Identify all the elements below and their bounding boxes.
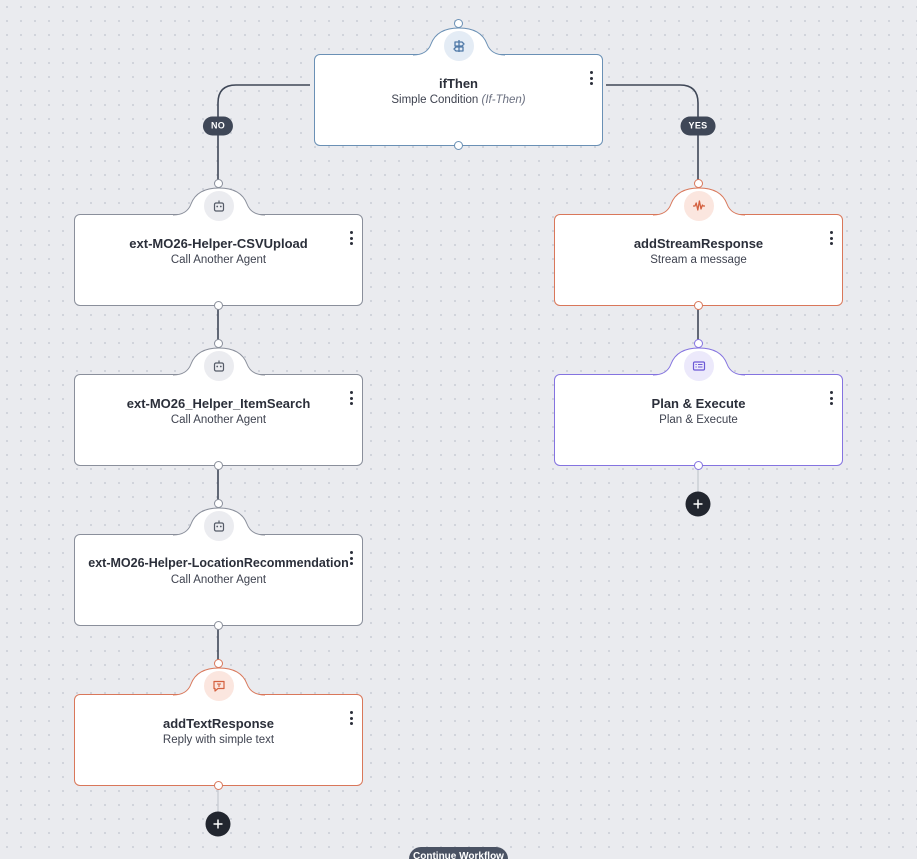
chat-bubble-icon: [203, 671, 234, 701]
robot-icon: [203, 191, 234, 221]
input-port[interactable]: [214, 178, 223, 188]
node-subtitle-text: Simple Condition: [391, 94, 479, 106]
node-csv-upload[interactable]: ext-MO26-Helper-CSVUpload Call Another A…: [74, 178, 363, 310]
node-title: addTextResponse: [162, 716, 274, 731]
input-port[interactable]: [214, 338, 223, 348]
node-location-recommendation[interactable]: ext-MO26-Helper-LocationRecommendation C…: [74, 498, 363, 630]
node-subtitle: Stream a message: [650, 254, 747, 266]
plan-list-icon: [683, 351, 714, 381]
input-port[interactable]: [214, 498, 223, 508]
input-port[interactable]: [694, 178, 703, 188]
robot-icon: [203, 351, 234, 381]
node-plan-execute[interactable]: Plan & Execute Plan & Execute: [554, 338, 843, 470]
node-menu-button[interactable]: [825, 390, 837, 406]
output-port[interactable]: [214, 780, 223, 790]
node-menu-button[interactable]: [345, 230, 357, 246]
output-port[interactable]: [214, 460, 223, 470]
node-subtitle-hint: (If-Then): [481, 94, 526, 106]
node-menu-button[interactable]: [825, 230, 837, 246]
robot-icon: [203, 511, 234, 541]
waveform-icon: [683, 191, 714, 221]
node-title: Plan & Execute: [651, 396, 746, 411]
output-port[interactable]: [214, 620, 223, 630]
add-step-button[interactable]: [685, 491, 711, 517]
node-title: addStreamResponse: [633, 236, 764, 251]
node-subtitle: Simple Condition (If-Then): [314, 94, 603, 106]
node-ifthen[interactable]: ifThen Simple Condition (If-Then): [314, 18, 603, 150]
signpost-icon: [443, 31, 474, 61]
continue-workflow-button[interactable]: Continue Workflow: [409, 847, 508, 859]
output-port[interactable]: [214, 300, 223, 310]
node-menu-button[interactable]: [585, 70, 597, 86]
output-port[interactable]: [694, 460, 703, 470]
branch-label-no: NO: [202, 116, 234, 136]
node-menu-button[interactable]: [345, 390, 357, 406]
node-subtitle: Call Another Agent: [170, 574, 267, 586]
node-subtitle: Call Another Agent: [170, 254, 267, 266]
node-subtitle: Call Another Agent: [170, 414, 267, 426]
node-card: [554, 374, 843, 466]
node-card: [554, 214, 843, 306]
branch-label-yes: YES: [680, 116, 716, 136]
input-port[interactable]: [214, 658, 223, 668]
output-port[interactable]: [694, 300, 703, 310]
plus-icon: [213, 819, 223, 829]
input-port[interactable]: [694, 338, 703, 348]
node-title: ext-MO26-Helper-CSVUpload: [129, 236, 308, 251]
node-title: ext-MO26_Helper_ItemSearch: [126, 396, 311, 411]
edge-ifthen-no: [217, 84, 310, 183]
node-text-response[interactable]: addTextResponse Reply with simple text: [74, 658, 363, 790]
node-subtitle: Plan & Execute: [659, 414, 738, 426]
node-subtitle: Reply with simple text: [162, 734, 275, 746]
node-title: ifThen: [439, 76, 478, 91]
node-title: ext-MO26-Helper-LocationRecommendation: [88, 556, 349, 570]
node-menu-button[interactable]: [345, 710, 357, 726]
add-step-button[interactable]: [205, 811, 231, 837]
input-port[interactable]: [454, 18, 463, 28]
node-menu-button[interactable]: [345, 550, 357, 566]
output-port[interactable]: [454, 140, 463, 150]
node-stream-response[interactable]: addStreamResponse Stream a message: [554, 178, 843, 310]
plus-icon: [693, 499, 703, 509]
node-item-search[interactable]: ext-MO26_Helper_ItemSearch Call Another …: [74, 338, 363, 470]
